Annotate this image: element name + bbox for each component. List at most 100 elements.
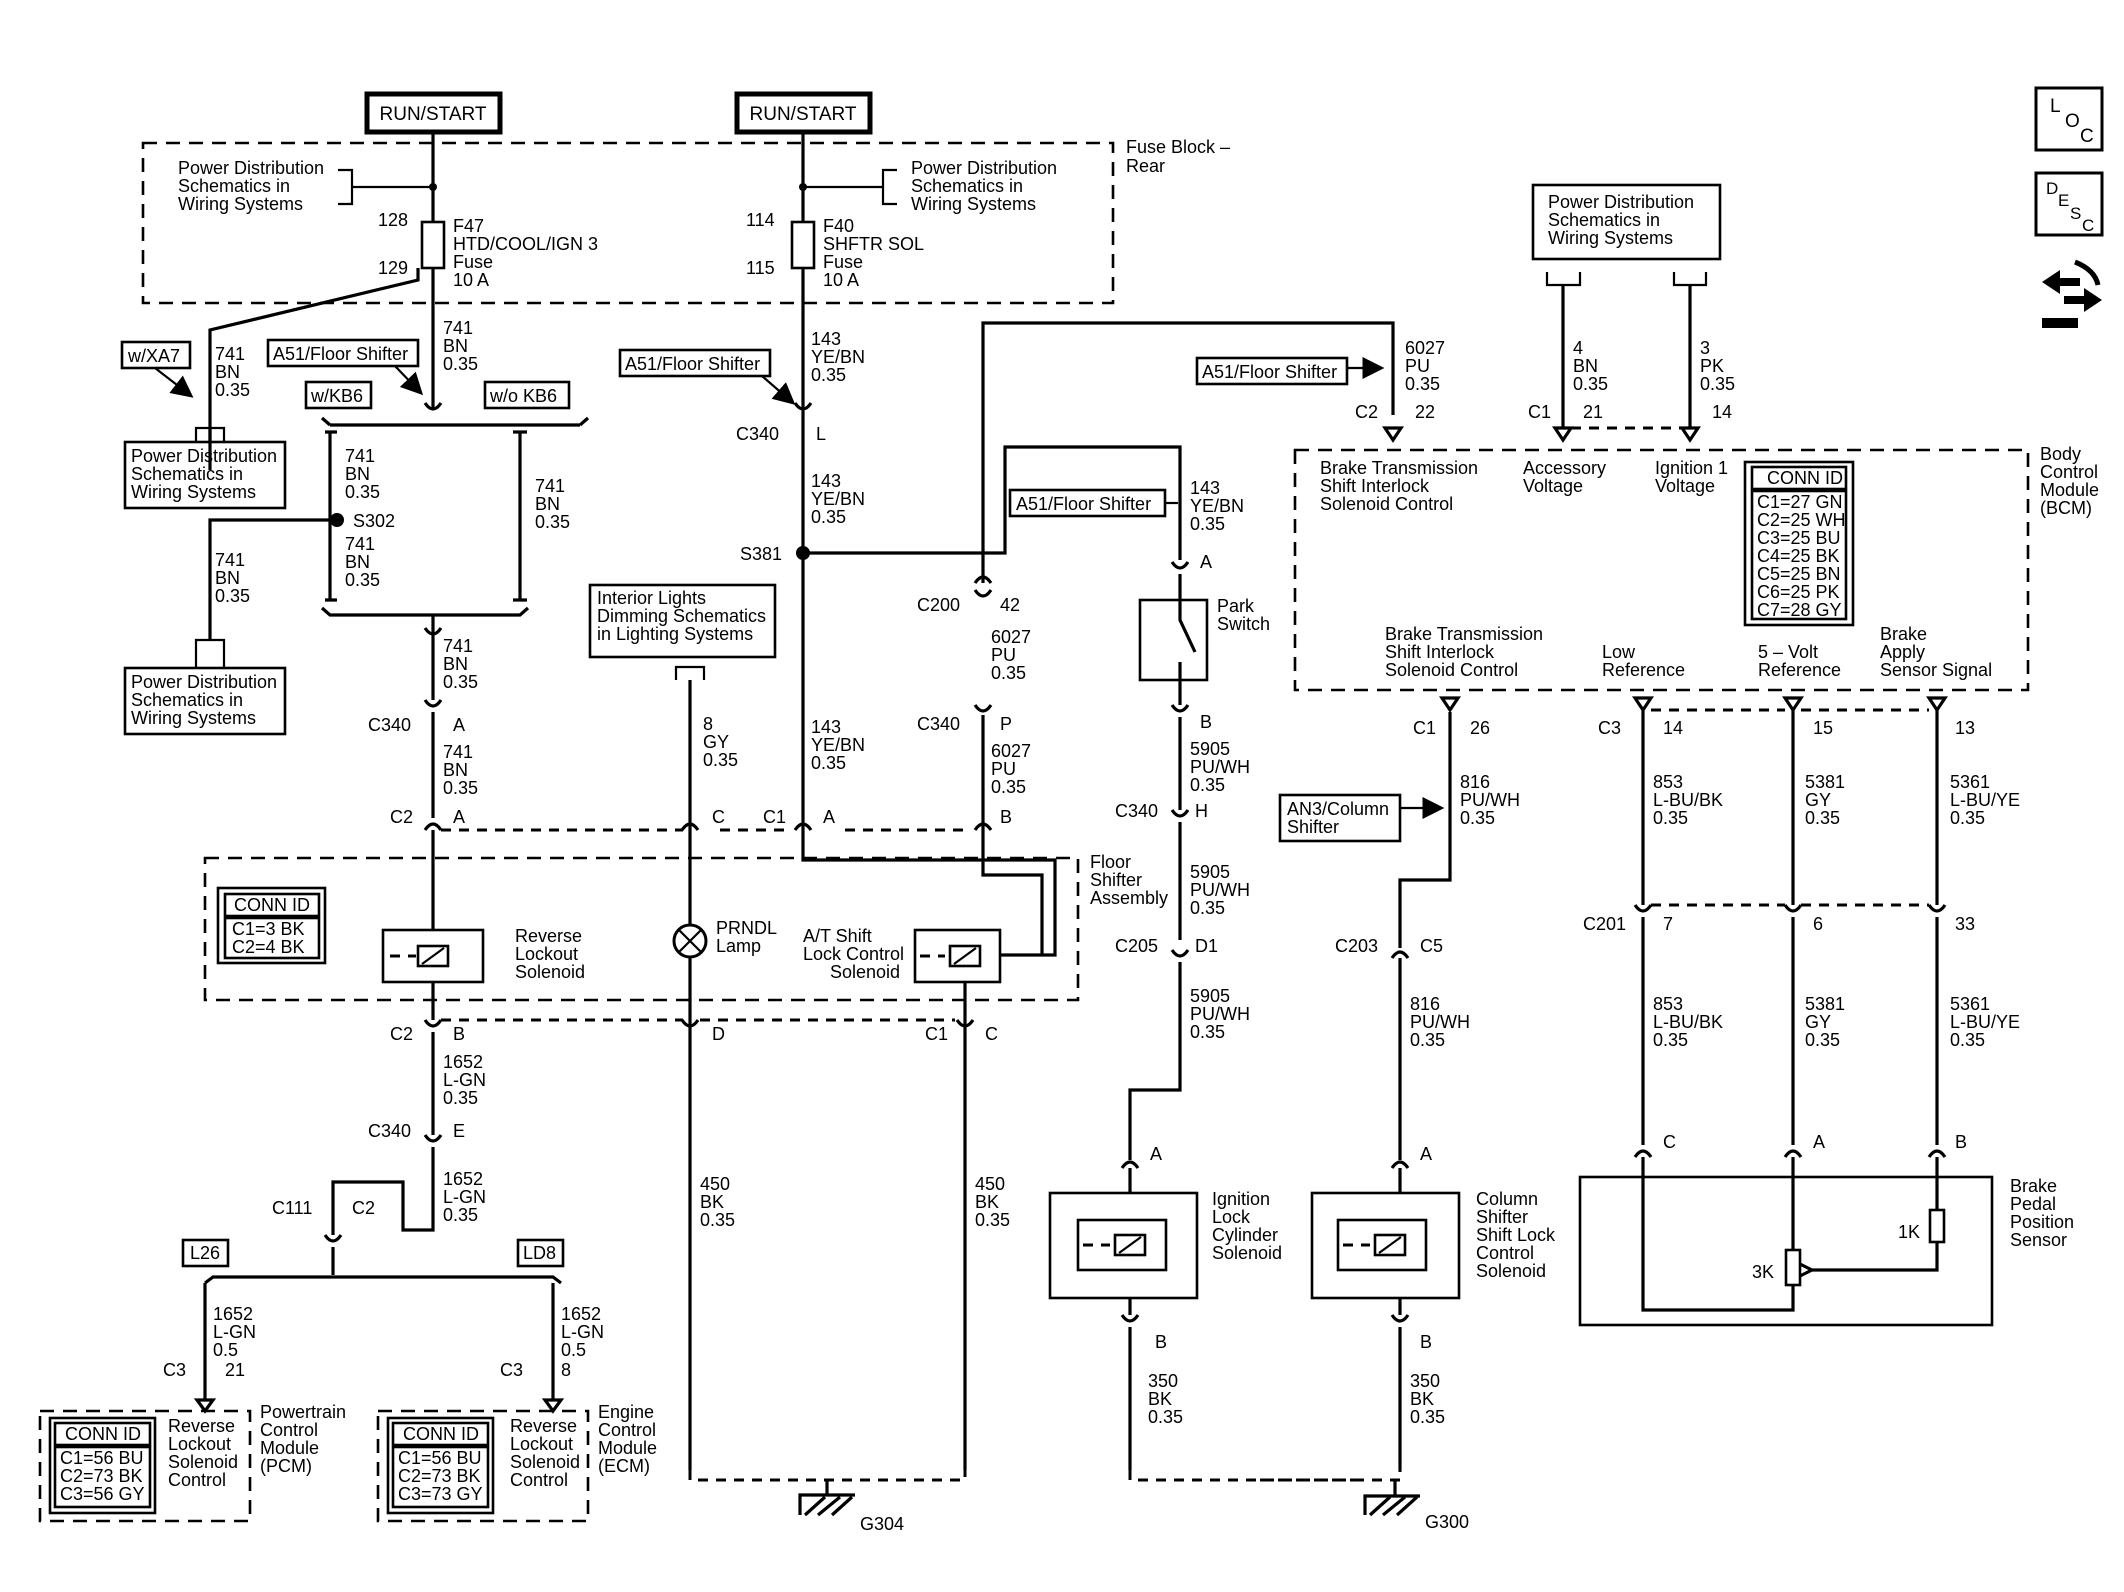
- conn-id-ecm: CONN ID C1=56 BU C2=73 BK C3=73 GY: [386, 1416, 495, 1515]
- svg-text:0.35: 0.35: [1190, 775, 1225, 795]
- power-dist-box-2: [123, 666, 287, 736]
- run-start-label-1: RUN/START: [364, 91, 503, 135]
- svg-text:C340: C340: [1115, 801, 1158, 821]
- svg-text:S302: S302: [353, 511, 395, 531]
- svg-text:Fuse: Fuse: [823, 252, 863, 272]
- svg-text:C2=73 BK: C2=73 BK: [60, 1466, 143, 1486]
- svg-text:Lockout: Lockout: [515, 944, 578, 964]
- desc-icon[interactable]: D E S C: [2034, 171, 2104, 237]
- svg-text:BK: BK: [975, 1192, 999, 1212]
- fuse-f40: [790, 220, 816, 270]
- floor-shifter-outline: [203, 856, 1080, 1002]
- svg-text:Assembly: Assembly: [1090, 888, 1168, 908]
- svg-text:Lock Control: Lock Control: [803, 944, 904, 964]
- svg-text:450: 450: [700, 1174, 730, 1194]
- svg-text:(BCM): (BCM): [2040, 498, 2092, 518]
- svg-text:BN: BN: [443, 336, 468, 356]
- pcm-outline: [38, 1409, 252, 1523]
- svg-text:BK: BK: [700, 1192, 724, 1212]
- svg-text:143: 143: [811, 471, 841, 491]
- svg-text:Brake: Brake: [1880, 624, 1927, 644]
- svg-text:A: A: [1150, 1144, 1162, 1164]
- pcm-name: Powertrain: [260, 1402, 346, 1422]
- svg-text:C2: C2: [1355, 402, 1378, 422]
- svg-text:Solenoid: Solenoid: [1476, 1261, 1546, 1281]
- svg-text:GY: GY: [703, 732, 729, 752]
- svg-text:CONN ID: CONN ID: [65, 1424, 141, 1444]
- ecm-outline: [376, 1409, 590, 1523]
- svg-text:450: 450: [975, 1174, 1005, 1194]
- svg-text:C: C: [712, 807, 725, 827]
- loc-icon[interactable]: L O C: [2034, 86, 2104, 152]
- svg-text:C1: C1: [763, 807, 786, 827]
- svg-text:Sensor: Sensor: [2010, 1230, 2067, 1250]
- run-start-label-2: RUN/START: [734, 91, 873, 135]
- svg-text:1652: 1652: [443, 1052, 483, 1072]
- svg-text:GY: GY: [1805, 1012, 1831, 1032]
- svg-text:C1=56 BU: C1=56 BU: [398, 1448, 482, 1468]
- svg-text:C: C: [2082, 216, 2094, 235]
- svg-text:5 – Volt: 5 – Volt: [1758, 642, 1818, 662]
- svg-text:CONN ID: CONN ID: [234, 895, 310, 915]
- svg-text:B: B: [1000, 807, 1012, 827]
- svg-text:Switch: Switch: [1217, 614, 1270, 634]
- svg-text:5905: 5905: [1190, 862, 1230, 882]
- svg-text:Power Distribution: Power Distribution: [131, 672, 277, 692]
- svg-text:C6=25 PK: C6=25 PK: [1757, 582, 1840, 602]
- power-dist-box-1: [123, 440, 287, 510]
- svg-text:C1: C1: [925, 1024, 948, 1044]
- svg-text:0.35: 0.35: [1805, 1030, 1840, 1050]
- option-a51-3: A51/Floor Shifter: [1016, 494, 1151, 514]
- svg-text:0.35: 0.35: [1190, 514, 1225, 534]
- svg-text:Reverse: Reverse: [168, 1416, 235, 1436]
- svg-text:741: 741: [345, 446, 375, 466]
- svg-text:Shifter: Shifter: [1476, 1207, 1528, 1227]
- svg-text:B: B: [1420, 1332, 1432, 1352]
- svg-text:Power Distribution: Power Distribution: [911, 158, 1057, 178]
- fuse-f47-name: F47: [453, 216, 484, 236]
- svg-text:143: 143: [1190, 478, 1220, 498]
- svg-text:E: E: [2058, 191, 2069, 210]
- bcm-outline: [1293, 448, 2030, 692]
- svg-text:Pedal: Pedal: [2010, 1194, 2056, 1214]
- svg-text:Module: Module: [260, 1438, 319, 1458]
- svg-text:853: 853: [1653, 994, 1683, 1014]
- navigation-arrows-icon[interactable]: [2042, 259, 2102, 328]
- svg-text:5905: 5905: [1190, 986, 1230, 1006]
- svg-text:D1: D1: [1195, 936, 1218, 956]
- svg-text:0.35: 0.35: [811, 507, 846, 527]
- svg-text:Solenoid Control: Solenoid Control: [1320, 494, 1453, 514]
- svg-text:741: 741: [215, 344, 245, 364]
- svg-text:P: P: [1000, 714, 1012, 734]
- svg-text:1652: 1652: [561, 1304, 601, 1324]
- svg-text:C340: C340: [736, 424, 779, 444]
- svg-text:Lock: Lock: [1212, 1207, 1251, 1227]
- svg-text:Control: Control: [2040, 462, 2098, 482]
- svg-text:0.35: 0.35: [345, 570, 380, 590]
- svg-text:C340: C340: [917, 714, 960, 734]
- svg-text:C3: C3: [1598, 718, 1621, 738]
- svg-text:L-GN: L-GN: [443, 1187, 486, 1207]
- svg-text:114: 114: [746, 210, 775, 230]
- svg-text:D: D: [2046, 179, 2058, 198]
- svg-text:C: C: [985, 1024, 998, 1044]
- svg-text:C340: C340: [368, 1121, 411, 1141]
- svg-text:3K: 3K: [1752, 1262, 1774, 1282]
- svg-text:350: 350: [1410, 1371, 1440, 1391]
- svg-text:3: 3: [1700, 338, 1710, 358]
- svg-text:BN: BN: [1573, 356, 1598, 376]
- svg-text:C: C: [2080, 126, 2094, 147]
- svg-text:Power Distribution: Power Distribution: [131, 446, 277, 466]
- svg-text:0.35: 0.35: [700, 1210, 735, 1230]
- svg-text:Control: Control: [168, 1470, 226, 1490]
- svg-text:0.5: 0.5: [213, 1340, 238, 1360]
- svg-text:0.35: 0.35: [1653, 808, 1688, 828]
- svg-text:BN: BN: [345, 464, 370, 484]
- svg-text:Solenoid: Solenoid: [168, 1452, 238, 1472]
- svg-text:C200: C200: [917, 595, 960, 615]
- svg-text:O: O: [2065, 111, 2080, 132]
- svg-text:Control: Control: [260, 1420, 318, 1440]
- svg-text:C2=25 WH: C2=25 WH: [1757, 510, 1846, 530]
- svg-text:(PCM): (PCM): [260, 1456, 312, 1476]
- svg-text:A: A: [1200, 552, 1212, 572]
